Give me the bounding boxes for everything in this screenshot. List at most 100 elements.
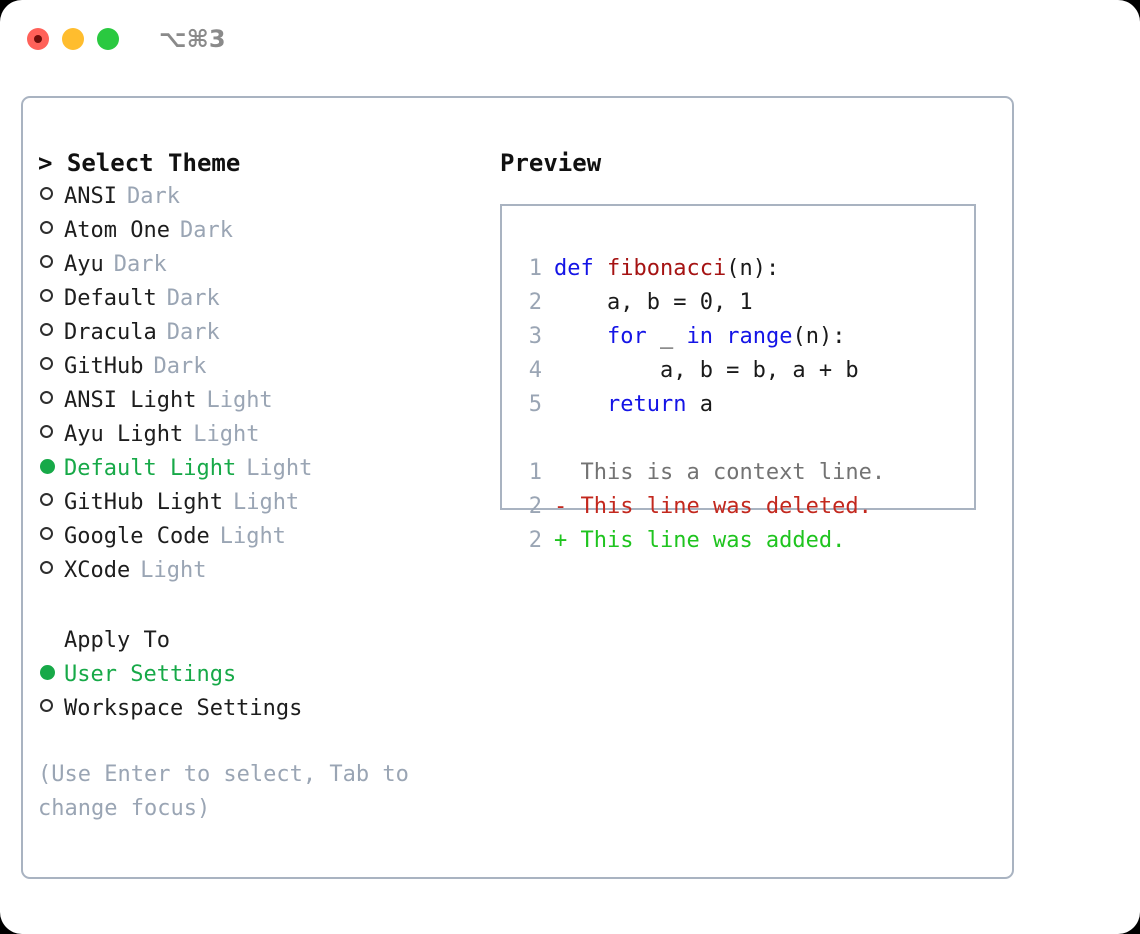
- radio-dot: [40, 699, 53, 712]
- zoom-button[interactable]: [97, 28, 119, 50]
- code-line: 3 for _ in range(n):: [520, 320, 885, 354]
- radio-dot: [40, 323, 53, 336]
- diff-line: 2+ This line was added.: [520, 524, 885, 558]
- apply-to-item[interactable]: User Settings: [38, 658, 478, 692]
- radio-dot: [40, 221, 53, 234]
- code-text: def fibonacci(n):: [554, 252, 779, 286]
- line-number: 2: [528, 290, 542, 315]
- code-token: range: [726, 324, 793, 349]
- keyboard-hint: (Use Enter to select, Tab to change focu…: [38, 762, 409, 821]
- line-number: 5: [528, 392, 542, 417]
- radio-dot: [40, 459, 55, 474]
- radio-dot: [40, 391, 53, 404]
- radio-dot: [40, 255, 53, 268]
- code-token: def: [554, 256, 607, 281]
- line-number: 1: [528, 460, 542, 485]
- theme-name: Google Code: [64, 524, 210, 549]
- theme-variant-badge: Light: [246, 456, 313, 481]
- theme-list-item[interactable]: Default Dark: [38, 282, 478, 316]
- diff-sign: +: [554, 528, 581, 553]
- theme-name: Default: [64, 286, 157, 311]
- line-number: 2: [528, 494, 542, 519]
- code-line: 2 a, b = 0, 1: [520, 286, 885, 320]
- title-bar: ⌥⌘3: [0, 0, 1140, 78]
- theme-list-item[interactable]: ANSI Light Light: [38, 384, 478, 418]
- theme-variant-badge: Dark: [166, 286, 220, 311]
- radio-dot: [40, 425, 53, 438]
- code-text: a, b = 0, 1: [554, 286, 753, 320]
- diff-line: 1 This is a context line.: [520, 456, 885, 490]
- theme-list-item[interactable]: Google Code Light: [38, 520, 478, 554]
- diff-spacer: [520, 422, 885, 456]
- keyboard-shortcut-label: ⌥⌘3: [159, 25, 226, 53]
- theme-name: Atom One: [64, 218, 170, 243]
- theme-list-item[interactable]: Ayu Dark: [38, 248, 478, 282]
- theme-name: ANSI Light: [64, 388, 197, 413]
- radio-dot: [40, 561, 53, 574]
- theme-variant-badge: Dark: [153, 354, 207, 379]
- code-text: return a: [554, 388, 713, 422]
- minimize-button[interactable]: [62, 28, 84, 50]
- theme-list-item[interactable]: Atom One Dark: [38, 214, 478, 248]
- traffic-light-group: [27, 28, 119, 50]
- line-number: 2: [528, 528, 542, 553]
- radio-dot: [40, 289, 53, 302]
- theme-name: Default Light: [64, 456, 237, 481]
- diff-lines: 1 This is a context line.2- This line wa…: [520, 456, 885, 558]
- code-token: [554, 392, 607, 417]
- apply-to-label: User Settings: [64, 662, 237, 687]
- diff-text: This line was deleted.: [580, 494, 872, 519]
- section-spacer: [38, 588, 478, 624]
- code-token: _: [646, 324, 687, 349]
- theme-variant-badge: Light: [232, 490, 300, 515]
- diff-sign: [554, 456, 581, 490]
- close-button[interactable]: [27, 28, 49, 50]
- theme-name: ANSI: [64, 184, 117, 209]
- code-token: [554, 324, 607, 349]
- code-line: 5 return a: [520, 388, 885, 422]
- theme-list-item[interactable]: Default Light Light: [38, 452, 478, 486]
- theme-name: XCode: [64, 558, 131, 583]
- radio-dot: [40, 357, 53, 370]
- theme-variant-badge: Light: [140, 558, 207, 583]
- code-token: return: [606, 392, 687, 417]
- apply-to-item[interactable]: Workspace Settings: [38, 692, 478, 726]
- theme-variant-badge: Dark: [113, 252, 167, 277]
- theme-name: Ayu: [64, 252, 104, 277]
- theme-list-item[interactable]: XCode Light: [38, 554, 478, 588]
- radio-dot: [40, 527, 53, 540]
- theme-variant-badge: Dark: [179, 218, 233, 243]
- code-token: a, b = b, a + b: [554, 358, 859, 383]
- code-line: 4 a, b = b, a + b: [520, 354, 885, 388]
- radio-dot: [40, 187, 53, 200]
- code-token: fibonacci: [606, 256, 727, 281]
- code-text: for _ in range(n):: [554, 320, 845, 354]
- page-title: > Select Theme: [38, 149, 241, 177]
- code-token: for: [606, 324, 647, 349]
- code-text: a, b = b, a + b: [554, 354, 859, 388]
- diff-sign: -: [554, 494, 581, 519]
- apply-to-label: Workspace Settings: [64, 696, 303, 721]
- line-number: 4: [528, 358, 542, 383]
- code-token: (n):: [792, 324, 846, 349]
- line-number: 3: [528, 324, 542, 349]
- theme-variant-badge: Light: [219, 524, 286, 549]
- code-token: (n):: [726, 256, 780, 281]
- diff-line: 2- This line was deleted.: [520, 490, 885, 524]
- theme-variant-badge: Light: [206, 388, 273, 413]
- theme-name: Dracula: [64, 320, 157, 345]
- theme-variant-badge: Light: [193, 422, 260, 447]
